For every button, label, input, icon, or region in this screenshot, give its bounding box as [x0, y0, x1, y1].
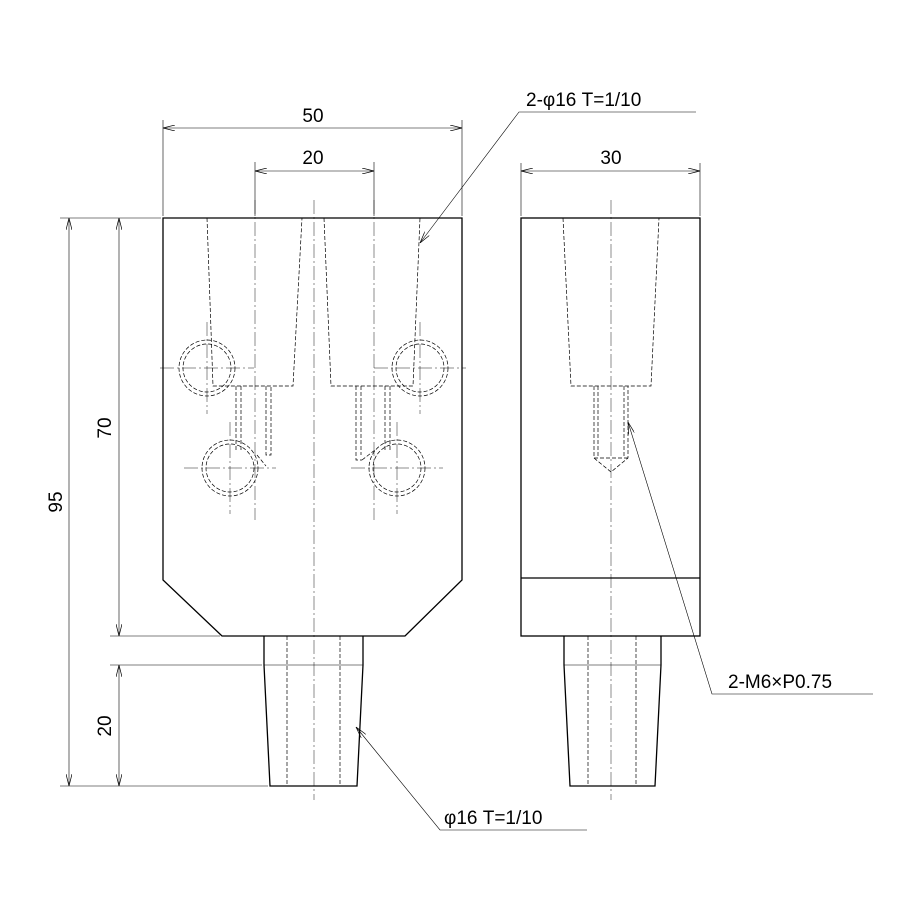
front-view	[160, 200, 466, 800]
right-taper-hole-hidden	[323, 217, 421, 387]
left-taper-hole-hidden	[206, 217, 303, 387]
callout-shank-taper: φ16 T=1/10	[444, 808, 542, 829]
leader-lines	[356, 111, 873, 831]
cross-hole-upper-right	[374, 322, 466, 414]
dim-hole-spacing-label: 20	[302, 148, 323, 169]
cross-hole-lower-right	[351, 422, 443, 514]
cross-hole-lower-left	[184, 422, 276, 514]
side-view	[520, 200, 701, 800]
dimension-lines	[60, 120, 701, 787]
side-body-outline	[520, 217, 701, 637]
right-thread-hole-hidden	[355, 386, 391, 461]
callout-thread: 2-M6×P0.75	[728, 672, 832, 693]
left-thread-hole-hidden	[235, 386, 272, 467]
dim-front-width-label: 50	[302, 106, 323, 127]
dim-shank-height-label: 20	[95, 715, 116, 736]
side-thread-hole-hidden	[593, 386, 629, 473]
front-body-outline	[162, 217, 463, 637]
dim-body-height-label: 70	[95, 417, 116, 438]
dim-side-width-label: 30	[600, 148, 621, 169]
callout-taper-holes: 2-φ16 T=1/10	[526, 90, 641, 111]
dim-total-height-label: 95	[46, 491, 67, 512]
side-shank-outline	[563, 636, 662, 787]
side-taper-hole-hidden	[562, 217, 660, 387]
cross-hole-upper-left	[160, 322, 254, 414]
front-shank-outline	[263, 636, 364, 787]
